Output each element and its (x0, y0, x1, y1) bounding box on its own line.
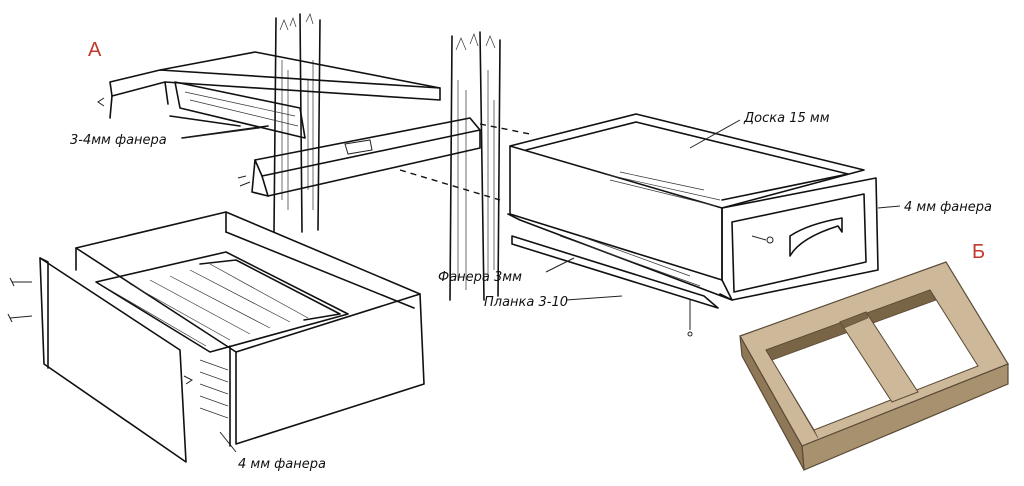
marker-a: А (88, 39, 102, 61)
label-plywood-3-4mm: 3-4мм фанера (70, 133, 167, 148)
screw-front (766, 236, 774, 244)
label-strip-3-10: Планка 3-10 (484, 295, 569, 310)
leader-plywood-bottom (219, 431, 237, 453)
guide-line-upper (479, 123, 531, 135)
left-post (273, 13, 321, 233)
label-plywood-4mm-front: 4 мм фанера (904, 200, 992, 215)
drawer-box-open (7, 211, 425, 463)
leader-plywood-3-4 (183, 127, 261, 139)
drawer-handle (789, 217, 843, 257)
drawer-box-assembled (507, 113, 879, 337)
runner-left (174, 81, 306, 139)
runner-frame (97, 51, 481, 197)
right-post (449, 31, 501, 301)
marker-b: Б (972, 241, 986, 263)
leader-strip (565, 295, 623, 301)
leader-plywood-front (877, 205, 901, 209)
runner-strip (511, 235, 719, 309)
frame-b (739, 261, 1009, 471)
drawer-front-panel (39, 257, 187, 463)
leader-plywood-3mm (545, 257, 575, 273)
label-plywood-4mm-bottom: 4 мм фанера (238, 457, 326, 472)
drawer-bottom-panel (95, 251, 349, 353)
leader-board (689, 119, 741, 149)
label-board-15mm: Доска 15 мм (744, 111, 830, 126)
label-plywood-3mm: Фанера 3мм (438, 270, 522, 285)
